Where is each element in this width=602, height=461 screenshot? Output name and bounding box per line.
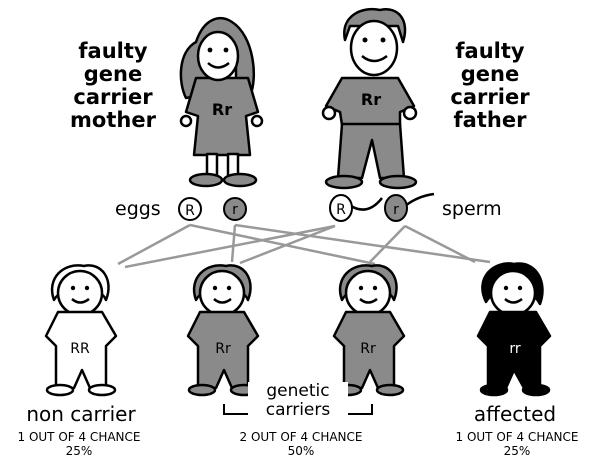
egg-R: R (179, 198, 201, 220)
mother-foot-right (224, 174, 256, 186)
child-rr-genotype: rr (509, 341, 521, 357)
chance-text: 1 OUT OF 4 CHANCE (0, 430, 158, 444)
child-Rr1-figure (188, 265, 258, 395)
child-Rr2-eye (359, 286, 363, 290)
child-RR-genotype: RR (70, 341, 90, 357)
sperm-r: r (385, 194, 434, 221)
status-non-carrier: non carrier (6, 402, 156, 426)
mother-eye (224, 48, 229, 53)
chance-percent: 25% (0, 444, 158, 458)
chance-text: 2 OUT OF 4 CHANCE (222, 430, 380, 444)
father-hand-left (323, 107, 335, 119)
child-rr-face (491, 271, 535, 315)
mother-genotype: Rr (212, 100, 232, 119)
chance-carriers: 2 OUT OF 4 CHANCE 50% (222, 430, 380, 458)
line-sperm-r-to-child-rr (405, 226, 475, 262)
sperm-r-allele: r (393, 202, 399, 218)
child-Rr2-eye (373, 286, 377, 290)
child-rr-foot-left (481, 385, 507, 395)
sperm-R: R (330, 195, 382, 221)
child-RR-eye (85, 286, 89, 290)
mother-foot-left (190, 174, 222, 186)
mother-leg-right (228, 154, 238, 176)
child-Rr1-eye (213, 286, 217, 290)
child-Rr1-eye (227, 286, 231, 290)
child-Rr1-genotype: Rr (215, 341, 231, 357)
father-face (351, 21, 397, 75)
egg-R-allele: R (185, 203, 195, 219)
egg-r-allele: r (232, 202, 238, 218)
father-foot-right (380, 176, 416, 188)
carriers-label-line: genetic (248, 382, 348, 401)
chance-percent: 25% (438, 444, 596, 458)
mother-eye (208, 48, 213, 53)
child-rr-eye (518, 286, 522, 290)
father-foot-left (326, 176, 362, 188)
child-rr-eye (504, 286, 508, 290)
child-RR-eye (71, 286, 75, 290)
chance-affected: 1 OUT OF 4 CHANCE 25% (438, 430, 596, 458)
sperm-R-allele: R (336, 202, 346, 218)
child-Rr1-foot-left (189, 385, 215, 395)
mother-leg-left (207, 154, 217, 176)
child-RR-figure (46, 265, 116, 395)
child-Rr2-foot-right (377, 385, 403, 395)
chance-percent: 50% (222, 444, 380, 458)
line-sperm-R-to-child-RR (125, 226, 335, 267)
child-RR-foot-left (47, 385, 73, 395)
chance-non-carrier: 1 OUT OF 4 CHANCE 25% (0, 430, 158, 458)
sperm-label: sperm (442, 198, 502, 220)
mother-hand-right (252, 116, 262, 126)
eggs-label: eggs (115, 198, 161, 220)
child-rr-figure (478, 263, 550, 395)
line-sperm-r-to-child-Rr2 (370, 226, 405, 262)
egg-r: r (224, 198, 246, 220)
child-Rr1-face (200, 271, 244, 315)
mother-face (198, 32, 238, 80)
father-eye (381, 38, 386, 43)
line-egg-R-to-child-RR (118, 225, 190, 264)
father-hand-right (404, 107, 416, 119)
father-eye (363, 38, 368, 43)
status-affected: affected (440, 402, 590, 426)
child-rr-foot-right (523, 385, 549, 395)
child-RR-face (58, 271, 102, 315)
child-Rr2-figure (334, 265, 404, 395)
child-Rr2-face (346, 271, 390, 315)
mother-hand-left (181, 116, 191, 126)
carriers-label: genetic carriers (248, 382, 348, 420)
inheritance-lines (118, 225, 490, 267)
child-Rr2-genotype: Rr (360, 341, 376, 357)
carriers-label-line: carriers (248, 401, 348, 420)
line-egg-r-to-child-Rr1 (232, 225, 235, 262)
chance-text: 1 OUT OF 4 CHANCE (438, 430, 596, 444)
father-genotype: Rr (361, 90, 381, 109)
child-RR-foot-right (89, 385, 115, 395)
father-legs (338, 124, 404, 178)
